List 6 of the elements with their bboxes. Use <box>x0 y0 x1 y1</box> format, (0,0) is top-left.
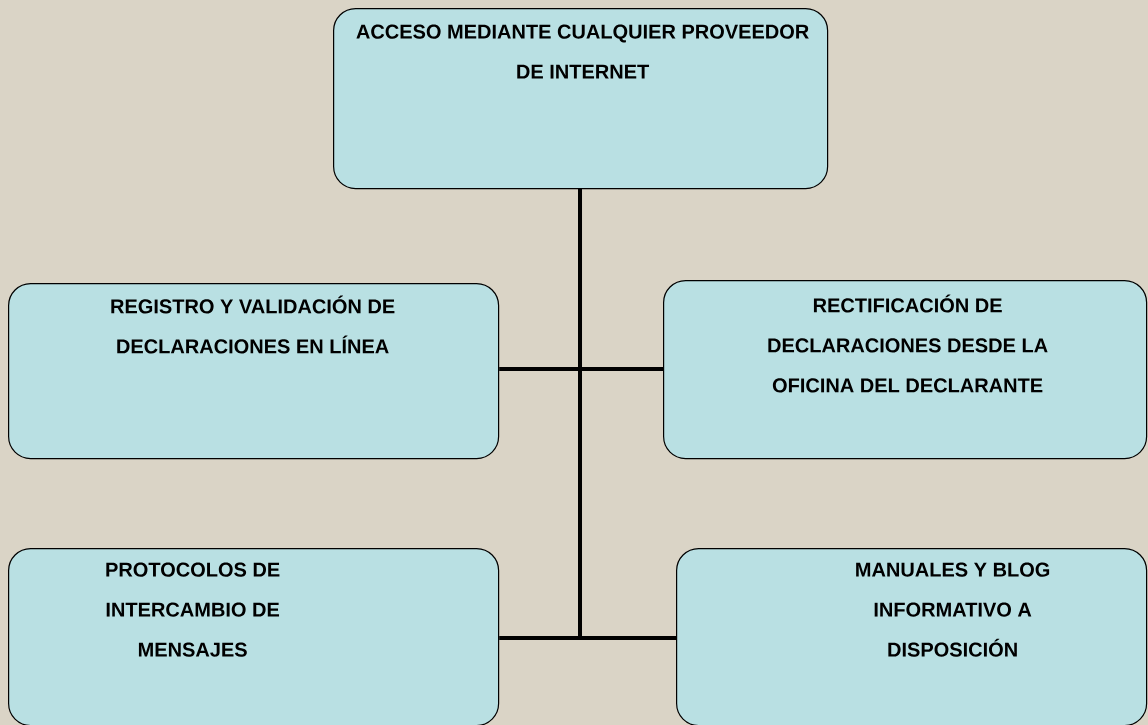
connector-line <box>578 189 676 640</box>
process-box: RECTIFICACIÓN DE DECLARACIONES DESDE LA OFICINA DEL DECLARANTE <box>663 280 1148 460</box>
process-box: REGISTRO Y VALIDACIÓN DE DECLARACIONES EN LÍNEA <box>8 283 500 460</box>
process-box: PROTOCOLOS DE INTERCAMBIO DE MENSAJES <box>8 548 500 725</box>
process-box: MANUALES Y BLOG INFORMATIVO A DISPOSICIÓN <box>676 548 1148 725</box>
process-box: ACCESO MEDIANTE CUALQUIER PROVEEDOR DE INTERNET <box>333 8 829 190</box>
